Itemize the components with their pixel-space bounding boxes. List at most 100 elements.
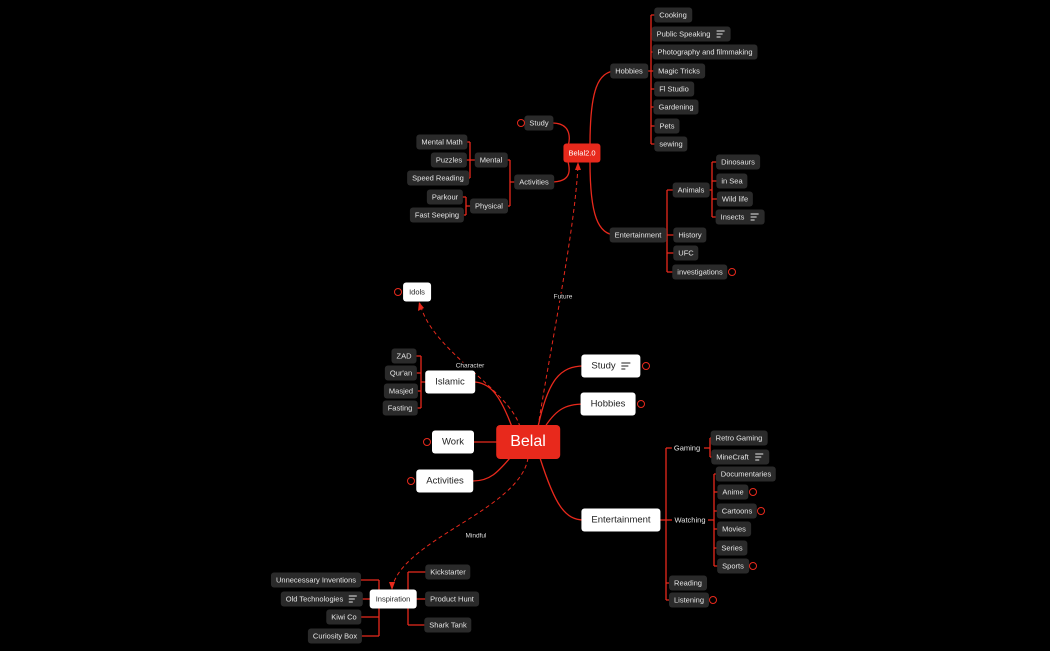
inspiration-item-shark-tank[interactable]: Shark Tank (424, 617, 472, 633)
b2-physical[interactable]: Physical (470, 198, 508, 214)
topic-inspiration[interactable]: Inspiration (369, 589, 417, 609)
topic-study[interactable]: Study (581, 354, 641, 378)
root-node[interactable]: Belal (496, 425, 560, 459)
relation-mindful-label: Mindful (463, 532, 489, 540)
islamic-item-zad[interactable]: ZAD (391, 348, 417, 364)
b2-hobby-photography[interactable]: Photography and filmmaking (652, 44, 758, 60)
b2-hobby-magic[interactable]: Magic Tricks (653, 63, 705, 79)
b2-hobby-cooking[interactable]: Cooking (654, 7, 692, 23)
gaming-item-minecraft[interactable]: MineCraft (711, 449, 769, 465)
count-badge-icon[interactable] (709, 596, 717, 604)
item-label: Hobbies (615, 66, 643, 76)
islamic-item-quran[interactable]: Qur'an (384, 365, 418, 381)
inspiration-item-unnecessary[interactable]: Unnecessary Inventions (270, 572, 362, 588)
b2-animals[interactable]: Animals (672, 182, 710, 198)
topic-hobbies[interactable]: Hobbies (580, 392, 636, 416)
item-label: sewing (659, 139, 683, 149)
item-label: Watching (674, 515, 706, 525)
animals-item-in-sea[interactable]: in Sea (716, 173, 748, 189)
item-label: Reading (674, 578, 702, 588)
b2-hobby-pets[interactable]: Pets (654, 118, 680, 134)
count-badge-icon[interactable] (394, 288, 402, 296)
animals-item-insects[interactable]: Insects (715, 209, 765, 225)
inspiration-item-curiosity[interactable]: Curiosity Box (307, 628, 363, 644)
item-label: Shark Tank (429, 620, 467, 630)
belal2-node[interactable]: Belal2.0 (563, 143, 601, 163)
topic-activities[interactable]: Activities (416, 469, 474, 493)
animals-item-wild-life[interactable]: Wild life (716, 191, 754, 207)
root-label: Belal (510, 433, 546, 450)
item-label: Gaming (673, 443, 701, 453)
item-label: Product Hunt (430, 594, 474, 604)
mental-item-speed-reading[interactable]: Speed Reading (407, 170, 469, 186)
mental-item-math[interactable]: Mental Math (416, 134, 468, 150)
inspiration-item-product-hunt[interactable]: Product Hunt (425, 591, 479, 607)
b2-ent-ufc[interactable]: UFC (673, 245, 699, 261)
b2-activities[interactable]: Activities (514, 174, 554, 190)
arrowhead-character (418, 302, 424, 311)
count-badge-icon[interactable] (749, 488, 757, 496)
b2-ent-history[interactable]: History (673, 227, 707, 243)
b2-entertainment[interactable]: Entertainment (609, 227, 667, 243)
watching-item-cartoons[interactable]: Cartoons (716, 503, 758, 519)
item-label: Qur'an (389, 368, 413, 378)
physical-item-fast-seeping[interactable]: Fast Seeping (409, 207, 465, 223)
b2-hobby-sewing[interactable]: sewing (654, 136, 688, 152)
item-label: Dinosaurs (721, 157, 755, 167)
notes-icon (750, 213, 759, 221)
gaming-item-retro[interactable]: Retro Gaming (710, 430, 768, 446)
topic-work[interactable]: Work (432, 430, 474, 454)
item-label: Mental (479, 155, 503, 165)
inspiration-item-kickstarter[interactable]: Kickstarter (425, 564, 471, 580)
topic-entertainment[interactable]: Entertainment (581, 508, 661, 532)
count-badge-icon[interactable] (757, 507, 765, 515)
watching-item-series[interactable]: Series (716, 540, 748, 556)
animals-item-dinosaurs[interactable]: Dinosaurs (716, 154, 760, 170)
topic-islamic[interactable]: Islamic (425, 370, 475, 394)
b2-hobby-gardening[interactable]: Gardening (653, 99, 699, 115)
b2-hobby-public-speaking[interactable]: Public Speaking (651, 26, 731, 42)
count-badge-icon[interactable] (517, 119, 525, 127)
topic-activities-label: Activities (426, 475, 464, 487)
mental-item-puzzles[interactable]: Puzzles (430, 152, 468, 168)
physical-item-parkour[interactable]: Parkour (426, 189, 464, 205)
item-label: Entertainment (614, 230, 662, 240)
count-badge-icon[interactable] (749, 562, 757, 570)
b2-mental[interactable]: Mental (474, 152, 508, 168)
ent-gaming[interactable]: Gaming (671, 442, 703, 454)
b2-study[interactable]: Study (524, 115, 554, 131)
count-badge-icon[interactable] (642, 362, 650, 370)
item-label: Physical (475, 201, 503, 211)
relation-future-label: Future (551, 293, 575, 301)
topic-work-label: Work (442, 436, 464, 448)
watching-item-sports[interactable]: Sports (717, 558, 749, 574)
inspiration-item-old-tech[interactable]: Old Technologies (280, 591, 364, 607)
item-label: Kiwi Co (331, 612, 357, 622)
count-badge-icon[interactable] (407, 477, 415, 485)
link-gaming-children (704, 437, 714, 458)
watching-item-documentaries[interactable]: Documentaries (715, 466, 777, 482)
ent-watching[interactable]: Watching (672, 514, 708, 526)
item-label: Cooking (659, 10, 687, 20)
watching-item-movies[interactable]: Movies (717, 521, 751, 537)
b2-hobby-fl-studio[interactable]: Fl Studio (654, 81, 694, 97)
item-label: Masjed (388, 386, 414, 396)
b2-hobbies[interactable]: Hobbies (610, 63, 648, 79)
item-label: Fasting (387, 403, 413, 413)
item-label: Parkour (431, 192, 459, 202)
islamic-item-masjed[interactable]: Masjed (383, 383, 419, 399)
count-badge-icon[interactable] (637, 400, 645, 408)
item-label: Mental Math (421, 137, 463, 147)
count-badge-icon[interactable] (728, 268, 736, 276)
watching-item-anime[interactable]: Anime (717, 484, 749, 500)
topic-idols[interactable]: Idols (403, 282, 431, 302)
islamic-item-fasting[interactable]: Fasting (382, 400, 418, 416)
ent-item-listening[interactable]: Listening (668, 592, 710, 608)
topic-hobbies-label: Hobbies (590, 398, 626, 410)
inspiration-item-kiwi[interactable]: Kiwi Co (326, 609, 362, 625)
ent-item-reading[interactable]: Reading (669, 575, 707, 591)
b2-ent-investigations[interactable]: investigations (672, 264, 728, 280)
relation-character-label: Character (453, 362, 487, 370)
count-badge-icon[interactable] (423, 438, 431, 446)
